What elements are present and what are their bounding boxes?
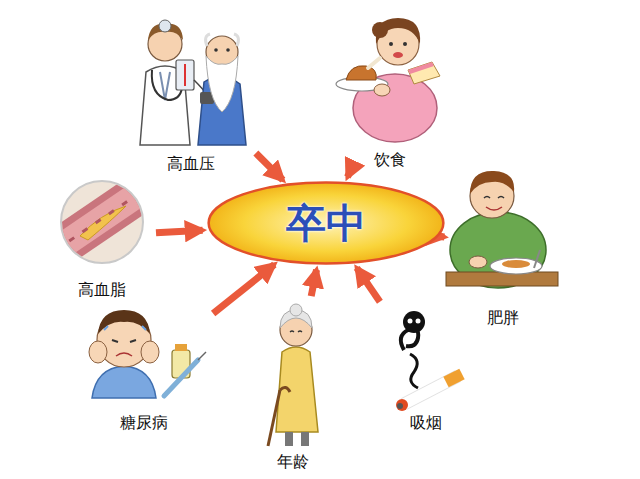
factor-text: 饮食 xyxy=(372,150,408,169)
risk-factor: 高血压 xyxy=(128,2,253,174)
blood-vessel-figure xyxy=(56,181,150,263)
risk-factor: 高血脂 xyxy=(52,172,152,300)
factor-label: 糖尿病 xyxy=(78,413,210,433)
factor-text: 高血压 xyxy=(165,154,217,173)
risk-arrow xyxy=(256,153,283,180)
risk-factor: 糖尿病 xyxy=(78,305,210,433)
center-title: 卒中 xyxy=(205,180,447,266)
factor-label: 饮食 xyxy=(330,150,450,170)
risk-arrow xyxy=(347,174,349,177)
center-oval: 卒中 xyxy=(205,180,447,266)
factor-text: 吸烟 xyxy=(408,413,444,432)
factor-label: 吸烟 xyxy=(380,413,472,433)
factor-label: 年龄 xyxy=(250,452,336,472)
blood-pressure-figure xyxy=(140,20,246,145)
age-figure xyxy=(268,304,318,446)
factor-label: 高血压 xyxy=(128,154,253,174)
factor-text: 高血脂 xyxy=(76,280,128,299)
risk-arrow xyxy=(357,268,380,302)
risk-factor: 吸烟 xyxy=(380,305,472,433)
risk-factor: 饮食 xyxy=(330,2,450,170)
smoking-figure xyxy=(396,311,462,411)
risk-factor: 年龄 xyxy=(250,300,336,472)
diabetes-figure xyxy=(89,310,206,398)
factor-label: 高血脂 xyxy=(52,280,152,300)
factor-text: 年龄 xyxy=(275,452,311,471)
risk-arrow xyxy=(311,270,316,296)
factor-text: 肥胖 xyxy=(485,308,521,327)
factor-label: 肥胖 xyxy=(440,308,565,328)
risk-arrow xyxy=(213,264,274,313)
obesity-figure xyxy=(446,171,558,288)
diet-figure xyxy=(336,18,440,142)
factor-text: 糖尿病 xyxy=(118,413,170,432)
risk-factor: 肥胖 xyxy=(440,160,565,328)
risk-arrow xyxy=(156,230,203,233)
